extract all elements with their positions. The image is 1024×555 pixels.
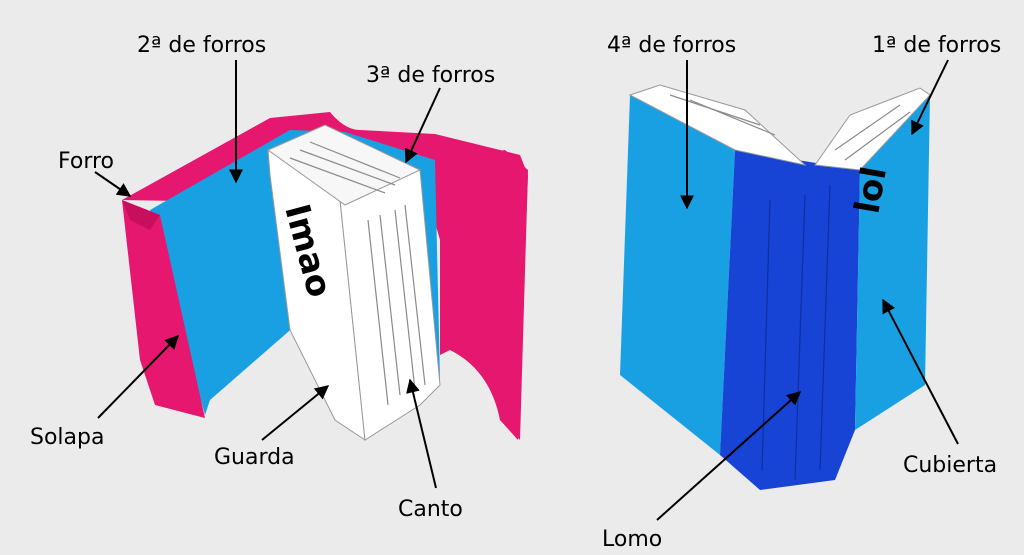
label-canto: Canto [398, 497, 463, 522]
label-solapa: Solapa [30, 425, 104, 450]
back-cover [620, 95, 735, 455]
jacket-flap-shade [122, 200, 160, 230]
label-segunda-forros: 2ª de forros [137, 33, 266, 58]
pages-top-right [814, 87, 931, 171]
spine [720, 150, 860, 490]
pages-top [628, 84, 807, 166]
closed-book-title: lol [847, 164, 894, 217]
label-lomo: Lomo [602, 527, 662, 552]
arrows [94, 59, 959, 521]
open-book-illustration: Imao [122, 112, 528, 442]
front-cover [855, 95, 930, 430]
book-block-top [266, 124, 422, 206]
label-tercera-forros: 3ª de forros [366, 63, 495, 88]
label-cubierta: Cubierta [903, 453, 997, 478]
label-cuarta-forros: 4ª de forros [607, 33, 736, 58]
label-primera-forros: 1ª de forros [872, 33, 1001, 58]
jacket-flap [122, 200, 205, 418]
labels: 2ª de forros 3ª de forros Forro Solapa G… [30, 33, 1001, 552]
label-guarda: Guarda [214, 445, 295, 470]
closed-book-illustration: lol [620, 84, 931, 490]
label-forro: Forro [58, 149, 114, 174]
jacket-right-flap [440, 150, 528, 440]
